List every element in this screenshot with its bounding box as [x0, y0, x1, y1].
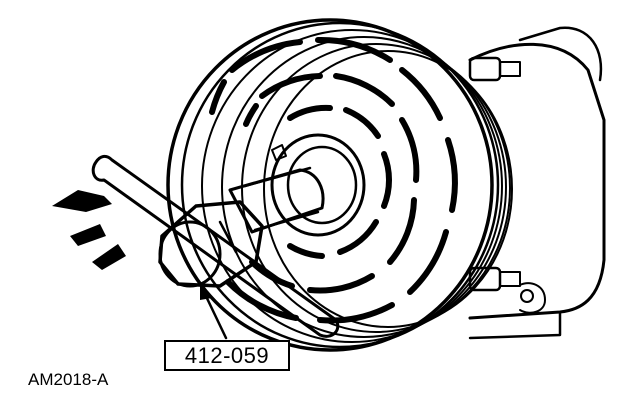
clutch-plate-slots [209, 36, 458, 324]
tool-handle [91, 154, 340, 338]
tool-shaft [228, 166, 325, 234]
compressor-body [468, 26, 606, 340]
rotation-direction-arrow [52, 190, 126, 270]
tool-number-label: 412-059 [184, 342, 270, 368]
pulley [166, 18, 513, 352]
tool-number-callout: 412-059 [164, 340, 290, 371]
tool-socket-head [158, 200, 264, 288]
callout-leader-arrow [200, 284, 228, 340]
clutch-hub [270, 133, 366, 237]
figure-id-label: AM2018-A [28, 370, 109, 389]
